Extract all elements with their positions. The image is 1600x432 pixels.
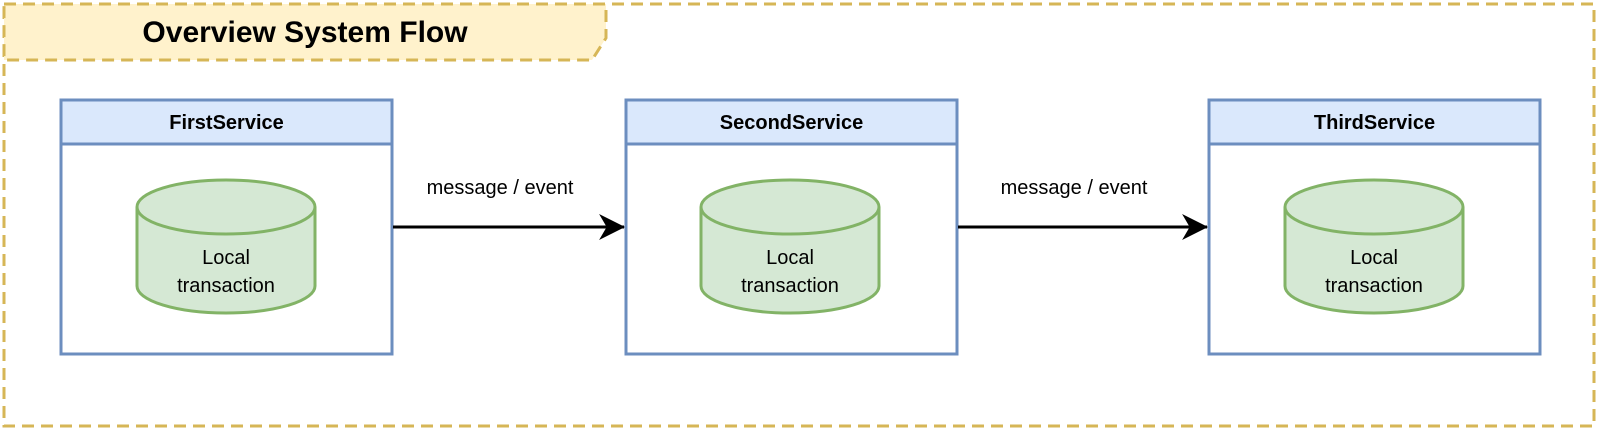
database-label-line1: Local — [766, 247, 814, 269]
database-body — [699, 178, 881, 315]
service-header — [1207, 98, 1542, 146]
frame-title: Overview System Flow — [142, 16, 468, 49]
service-second: SecondService Local transaction — [624, 98, 959, 356]
edge-second-to-third: message / event — [958, 177, 1209, 240]
service-title: SecondService — [720, 112, 863, 134]
database-top-rim — [699, 206, 881, 236]
database-label-line1: Local — [1350, 247, 1398, 269]
database-cylinder: Local transaction — [1283, 178, 1465, 315]
edge-label: message / event — [1001, 177, 1148, 199]
database-cylinder: Local transaction — [699, 178, 881, 315]
database-top-rim — [1283, 206, 1465, 236]
database-cylinder: Local transaction — [135, 178, 317, 315]
frame-title-tab — [2, 2, 608, 62]
database-label-line2: transaction — [741, 275, 839, 297]
service-third: ThirdService Local transaction — [1207, 98, 1542, 356]
edge-label: message / event — [427, 177, 574, 199]
service-title: FirstService — [169, 112, 284, 134]
database-label-line2: transaction — [1325, 275, 1423, 297]
service-header — [59, 98, 394, 146]
database-label-line1: Local — [202, 247, 250, 269]
database-body — [1283, 178, 1465, 315]
service-first: FirstService Local transaction — [59, 98, 394, 356]
database-top-rim — [135, 206, 317, 236]
database-label-line2: transaction — [177, 275, 275, 297]
service-title: ThirdService — [1314, 112, 1435, 134]
database-body — [135, 178, 317, 315]
service-header — [624, 98, 959, 146]
edge-first-to-second: message / event — [393, 177, 626, 240]
